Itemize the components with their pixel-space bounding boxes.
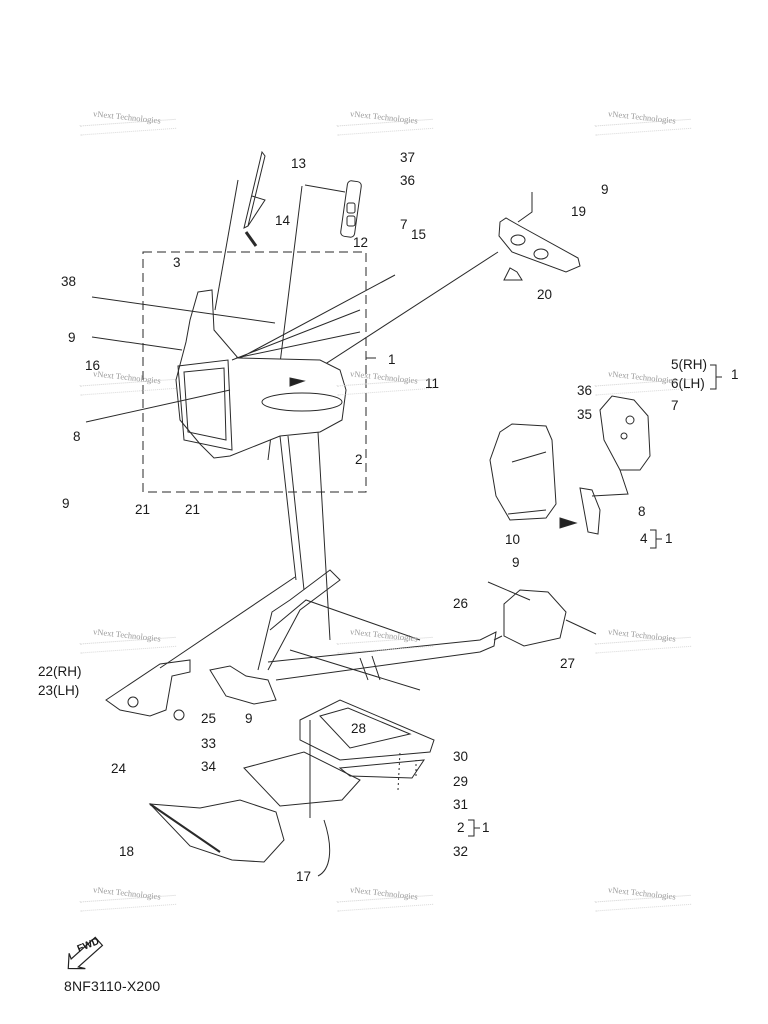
callout-13: 13: [291, 156, 307, 171]
part-19-shape: [498, 192, 581, 273]
callout-7: 7: [400, 217, 408, 232]
callout-25: 25: [201, 711, 217, 726]
bracket-4: [650, 529, 662, 549]
part-4-bracket: [579, 487, 601, 535]
callout-32: 32: [453, 844, 469, 859]
part-26-27-bracket: [487, 581, 597, 647]
part-22-23-shape: [105, 576, 296, 721]
fwd-arrow-icon: [67, 936, 104, 970]
leader-line-17: [309, 720, 331, 877]
callout-17: 17: [296, 869, 312, 884]
callout-37: 37: [400, 150, 416, 165]
callout-22-rh: 22(RH): [38, 664, 82, 679]
callout-5-rh: 5(RH): [671, 357, 707, 372]
callout-2: 2: [457, 820, 465, 835]
callout-9: 9: [601, 182, 609, 197]
callout-38: 38: [61, 274, 77, 289]
callout-3: 3: [173, 255, 181, 270]
callout-29: 29: [453, 774, 469, 789]
part-18-cover: [148, 799, 285, 863]
callout-2: 2: [355, 452, 363, 467]
callout-23-lh: 23(LH): [38, 683, 80, 698]
arrow-marker: [559, 517, 578, 529]
callout-20: 20: [537, 287, 553, 302]
part-5-6-bracket: [599, 395, 651, 471]
callout-9: 9: [512, 555, 520, 570]
callout-34: 34: [201, 759, 217, 774]
callout-1: 1: [731, 367, 739, 382]
callout-19: 19: [571, 204, 587, 219]
callout-28: 28: [351, 721, 367, 736]
callout-36: 36: [400, 173, 416, 188]
callout-12: 12: [353, 235, 369, 250]
callout-9: 9: [62, 496, 70, 511]
callout-9: 9: [68, 330, 76, 345]
callout-1: 1: [665, 531, 673, 546]
callout-21: 21: [185, 502, 201, 517]
callout-31: 31: [453, 797, 469, 812]
leader-line-8: [85, 389, 231, 423]
callout-33: 33: [201, 736, 217, 751]
part-10-35-box: [489, 423, 557, 521]
callout-14: 14: [275, 213, 291, 228]
callout-26: 26: [453, 596, 469, 611]
part-20-shape: [503, 267, 523, 281]
callout-18: 18: [119, 844, 135, 859]
part-34-plate: [243, 751, 361, 807]
callout-10: 10: [505, 532, 521, 547]
part-13-shape: [214, 150, 266, 311]
leader-line-frame-26: [493, 635, 503, 641]
callout-8: 8: [73, 429, 81, 444]
callout-1: 1: [388, 352, 396, 367]
callout-21: 21: [135, 502, 151, 517]
part-1-upper-frame: [175, 274, 396, 459]
callout-9: 9: [245, 711, 253, 726]
callout-1: 1: [482, 820, 490, 835]
callout-36: 36: [577, 383, 593, 398]
callout-24: 24: [111, 761, 127, 776]
part-14-shape: [244, 231, 258, 247]
callout-27: 27: [560, 656, 576, 671]
callout-7: 7: [671, 398, 679, 413]
part-28-inner: [319, 707, 412, 749]
callout-4: 4: [640, 531, 648, 546]
part-30-tray: [299, 699, 435, 761]
callout-8: 8: [638, 504, 646, 519]
bracket-5-6: [710, 364, 722, 390]
part-31-plate: [338, 759, 425, 779]
callout-35: 35: [577, 407, 593, 422]
part-25-shape: [209, 665, 277, 705]
dotted-line-2: [397, 751, 417, 791]
callout-30: 30: [453, 749, 469, 764]
leader-line-9-top: [91, 336, 183, 351]
callout-15: 15: [411, 227, 427, 242]
part-main-frame: [257, 431, 497, 691]
leader-line-5: [591, 469, 629, 497]
bracket-2b: [468, 819, 480, 837]
leader-line-38: [91, 296, 276, 324]
diagram-part-code: 8NF3110-X200: [64, 978, 161, 994]
leader-line-19: [295, 251, 499, 384]
